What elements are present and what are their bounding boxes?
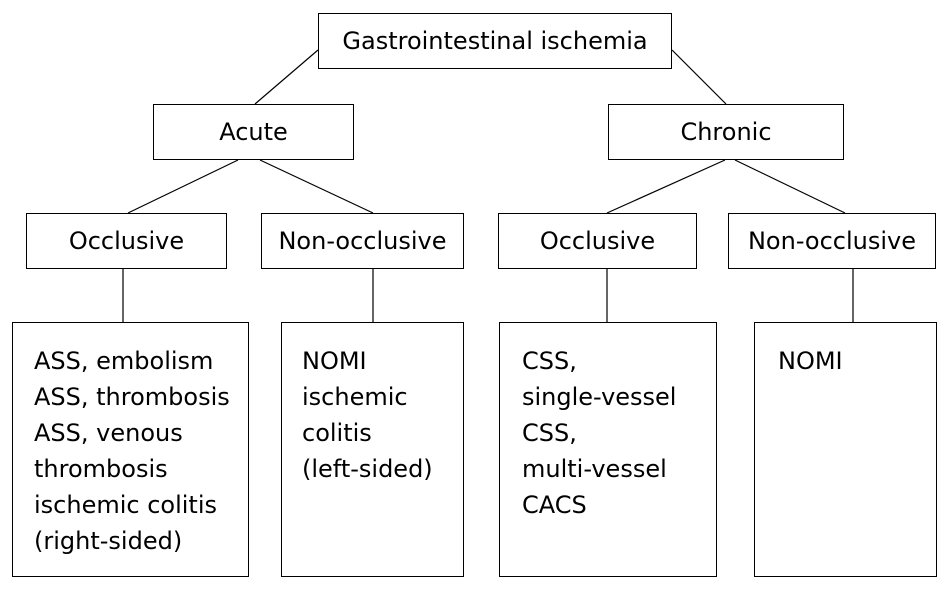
list-item: (left-sided) bbox=[302, 455, 433, 483]
list-item: ASS, venous bbox=[34, 419, 183, 447]
list-item: ischemic bbox=[302, 383, 408, 411]
acute-occlusive-node: Occlusive bbox=[26, 213, 227, 269]
list-item: colitis bbox=[302, 419, 372, 447]
chronic-nonocclusive-node: Non-occlusive bbox=[728, 213, 936, 269]
acute-nonocclusive-label: Non-occlusive bbox=[278, 227, 447, 255]
chronic-label: Chronic bbox=[680, 118, 772, 146]
root-label: Gastrointestinal ischemia bbox=[342, 27, 648, 55]
connector-root-acute bbox=[254, 49, 319, 105]
connector-chronic-nonocclusive bbox=[734, 159, 846, 214]
acute-nonocclusive-list: NOMI ischemic colitis (left-sided) bbox=[281, 322, 464, 577]
chronic-nonocclusive-label: Non-occlusive bbox=[747, 227, 917, 255]
acute-nonocclusive-node: Non-occlusive bbox=[261, 213, 464, 269]
root-node: Gastrointestinal ischemia bbox=[318, 13, 672, 69]
acute-label: Acute bbox=[219, 118, 288, 146]
list-item: (right-sided) bbox=[34, 527, 183, 555]
chronic-occlusive-list: CSS, single-vessel CSS, multi-vessel CAC… bbox=[499, 322, 717, 577]
list-item: ASS, embolism bbox=[34, 347, 214, 375]
connector-acute-nonocclusive bbox=[259, 159, 374, 214]
acute-occlusive-label: Occlusive bbox=[68, 227, 185, 255]
connector-chronic-occlusive bbox=[606, 159, 726, 214]
list-item: single-vessel bbox=[522, 383, 677, 411]
acute-node: Acute bbox=[153, 104, 354, 160]
list-item: ischemic colitis bbox=[34, 491, 218, 519]
list-item: CSS, bbox=[522, 419, 577, 447]
list-item: CACS bbox=[522, 491, 587, 519]
acute-occlusive-list: ASS, embolism ASS, thrombosis ASS, venou… bbox=[12, 322, 249, 577]
chronic-occlusive-node: Occlusive bbox=[498, 213, 697, 269]
chronic-nonocclusive-list: NOMI bbox=[754, 322, 937, 577]
list-item: NOMI bbox=[778, 347, 843, 375]
list-item: multi-vessel bbox=[522, 455, 667, 483]
connector-root-chronic bbox=[671, 49, 727, 105]
list-item: NOMI bbox=[302, 347, 367, 375]
chronic-occlusive-label: Occlusive bbox=[539, 227, 656, 255]
list-item: CSS, bbox=[522, 347, 577, 375]
connector-acute-occlusive bbox=[127, 159, 239, 214]
chronic-node: Chronic bbox=[608, 104, 844, 160]
list-item: ASS, thrombosis bbox=[34, 383, 230, 411]
list-item: thrombosis bbox=[34, 455, 168, 483]
